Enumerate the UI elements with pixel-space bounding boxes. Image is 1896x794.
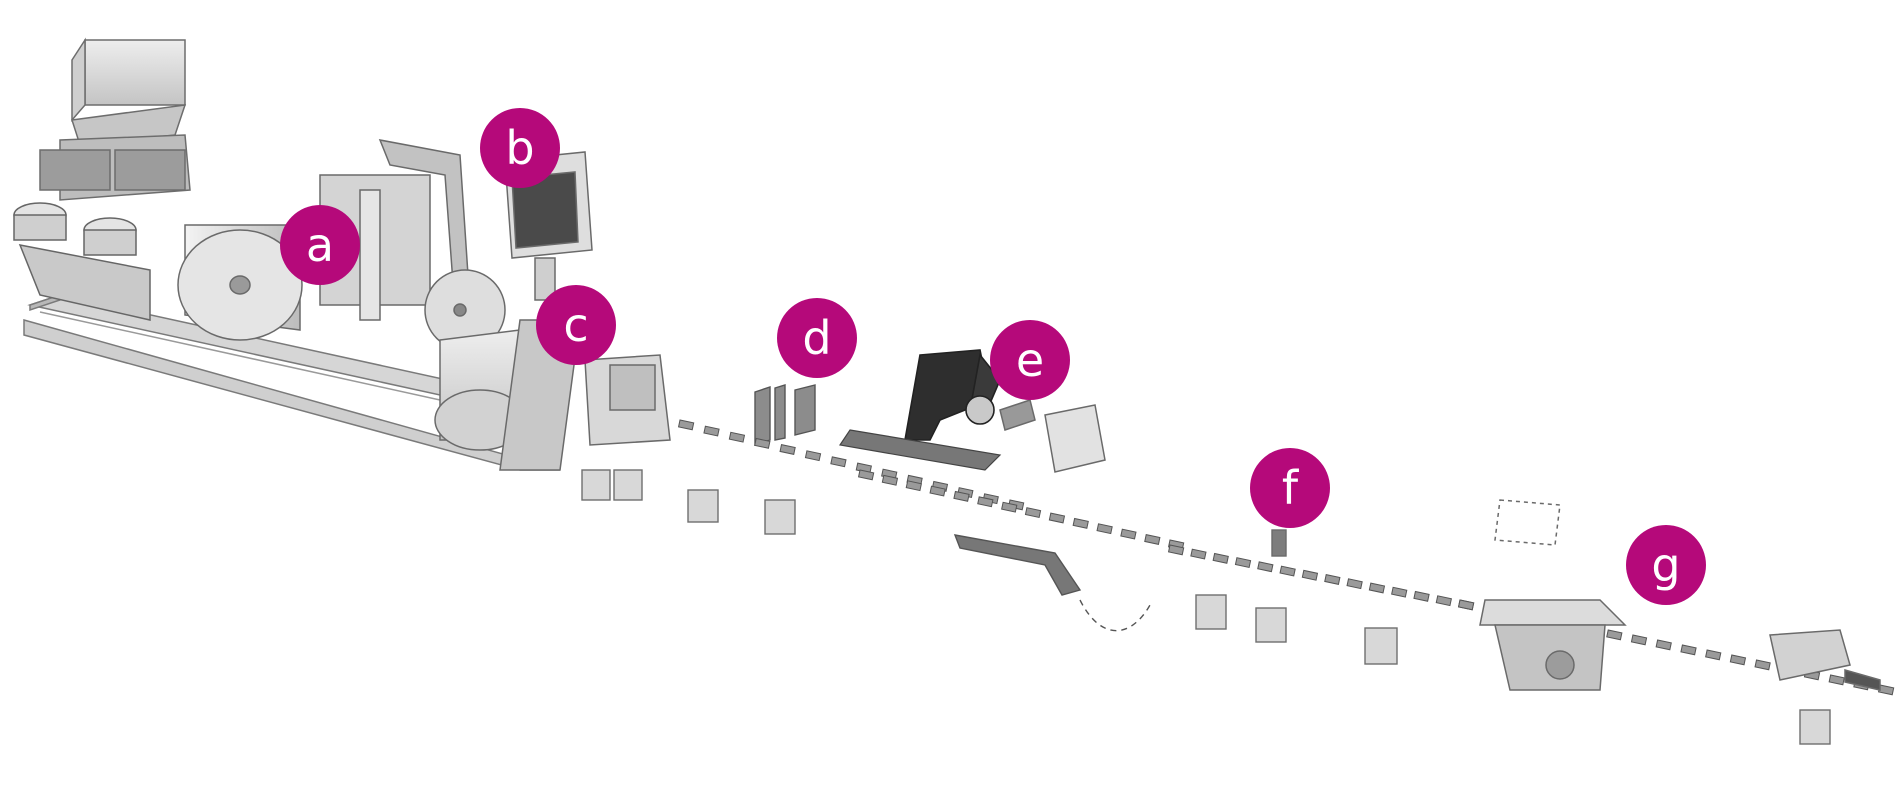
station-badge-f: f (1250, 448, 1330, 528)
product-block (1072, 517, 1089, 529)
product-block (1279, 565, 1296, 577)
product-block (1680, 644, 1697, 656)
delta-robot (904, 349, 1001, 441)
product-block (1301, 569, 1319, 581)
station-label: f (1281, 461, 1299, 515)
station-label: g (1651, 538, 1681, 592)
reject-chute (953, 534, 1151, 632)
station-badge-c: c (536, 285, 616, 365)
product-block (929, 485, 946, 497)
product-block (1212, 552, 1229, 564)
packing-machine (1479, 499, 1881, 691)
product-block (1167, 544, 1185, 556)
product-block (1368, 582, 1386, 594)
product-block (677, 419, 695, 431)
station-label: c (563, 298, 589, 352)
product-block (1606, 629, 1623, 641)
station-badge-e: e (990, 320, 1070, 400)
product-block (1096, 523, 1113, 535)
hopper-machine (39, 37, 191, 201)
product-block (804, 450, 822, 462)
product-block (1120, 528, 1137, 540)
product-block (1655, 639, 1672, 651)
station-badge-b: b (480, 108, 560, 188)
product-block (1234, 557, 1252, 569)
product-block (1001, 501, 1018, 513)
magazine-stacks (754, 384, 816, 446)
station-badge-d: d (777, 298, 857, 378)
collection-crates (581, 469, 1831, 745)
product-block (1413, 590, 1430, 602)
product-block (1828, 674, 1845, 686)
product-block (1391, 586, 1408, 598)
product-block (1144, 534, 1161, 545)
product-block (881, 474, 899, 486)
station-label: d (802, 311, 832, 365)
product-flow (677, 419, 1895, 696)
bowl-feeders (13, 202, 151, 321)
product-block (703, 425, 720, 437)
station-label: e (1015, 333, 1045, 387)
product-block (1705, 649, 1722, 661)
product-block (1257, 561, 1274, 573)
station-label: b (505, 121, 535, 175)
product-block (857, 469, 875, 481)
station-badge-a: a (280, 205, 360, 285)
station-badge-g: g (1626, 525, 1706, 605)
product-block (1190, 548, 1207, 560)
product-block (728, 431, 746, 443)
pick-rack (838, 429, 1002, 471)
product-block (1346, 578, 1363, 590)
product-block (1877, 684, 1895, 696)
control-cabinet (504, 151, 593, 301)
product-block (1754, 659, 1771, 671)
product-block (1630, 634, 1648, 646)
roll-unwinder (177, 224, 303, 341)
product-block (1048, 512, 1066, 524)
product-block (1457, 599, 1475, 611)
product-block (1729, 654, 1747, 666)
product-block (830, 456, 847, 468)
product-block (977, 496, 994, 508)
inspection-station (1271, 529, 1287, 557)
product-block (1324, 574, 1341, 585)
product-block (905, 480, 922, 492)
product-block (1435, 595, 1452, 607)
cartoner-box (999, 399, 1106, 473)
station-label: a (305, 218, 335, 272)
product-block (754, 437, 771, 449)
product-block (1024, 507, 1042, 519)
product-block (779, 444, 796, 455)
product-block (953, 490, 970, 502)
